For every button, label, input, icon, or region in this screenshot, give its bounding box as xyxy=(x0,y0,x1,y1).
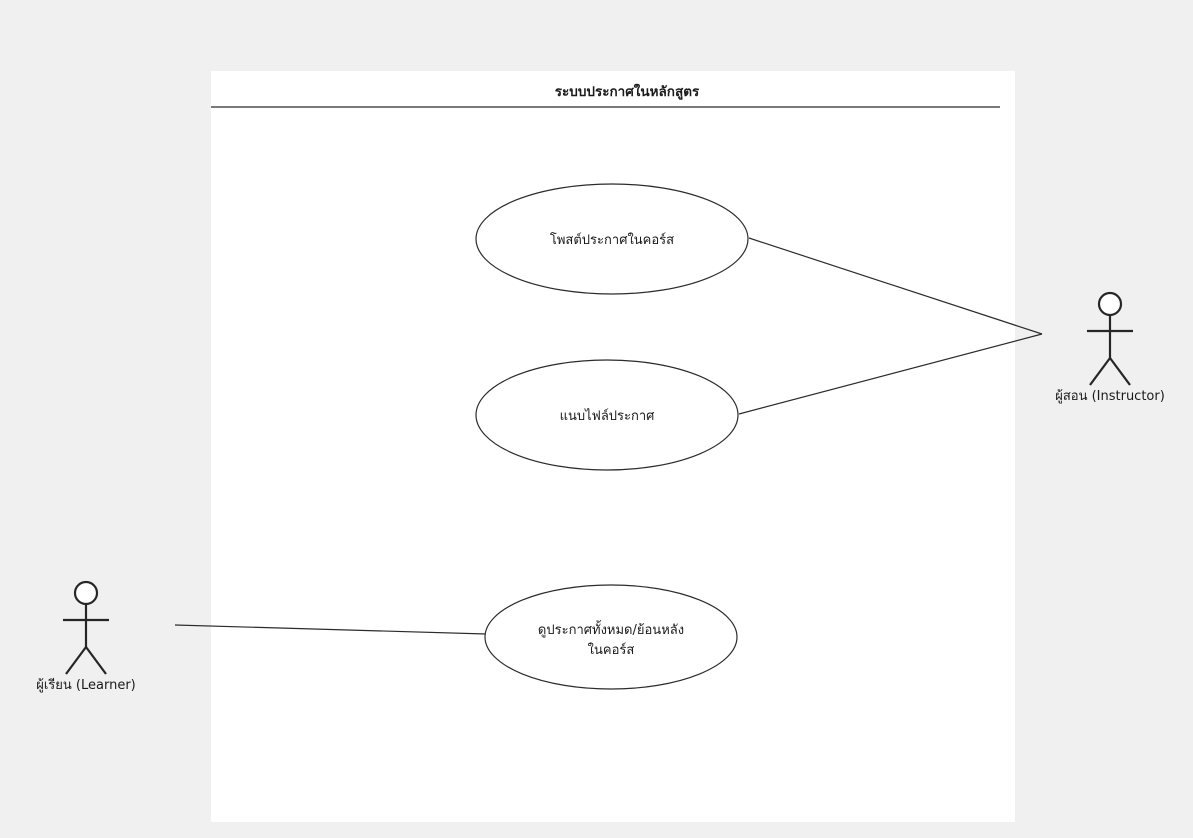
actor-label-learner: ผู้เรียน (Learner) xyxy=(36,677,136,693)
association-learner-view-announcements xyxy=(174,624,487,635)
system-title: ระบบประกาศในหลักสูตร xyxy=(555,83,700,100)
association-instructor-attach-file xyxy=(738,333,1043,415)
use-case-ellipse-view-announcements[interactable] xyxy=(484,584,738,690)
actor-right-leg-icon xyxy=(1109,357,1131,386)
actor-left-leg-icon xyxy=(1089,357,1111,386)
actor-instructor[interactable]: ผู้สอน (Instructor) xyxy=(1055,291,1165,404)
use-case-ellipse-post-announcement[interactable] xyxy=(475,183,749,295)
use-case-label-post-announcement: โพสต์ประกาศในคอร์ส xyxy=(550,232,674,248)
actor-left-leg-icon xyxy=(65,646,87,675)
actor-right-leg-icon xyxy=(85,646,107,675)
use-case-label-attach-file: แนบไฟล์ประกาศ xyxy=(560,408,656,424)
use-case-label-view-announcements-line1: ดูประกาศทั้งหมด/ย้อนหลัง xyxy=(538,620,684,638)
use-case-ellipse-attach-file[interactable] xyxy=(475,359,739,471)
actor-head-icon xyxy=(73,580,99,606)
association-instructor-post-announcement xyxy=(748,237,1043,335)
use-case-label-view-announcements-line2: ในคอร์ส xyxy=(588,642,635,658)
actor-learner[interactable]: ผู้เรียน (Learner) xyxy=(36,580,136,693)
actor-head-icon xyxy=(1097,291,1123,317)
actor-label-instructor: ผู้สอน (Instructor) xyxy=(1055,389,1165,404)
